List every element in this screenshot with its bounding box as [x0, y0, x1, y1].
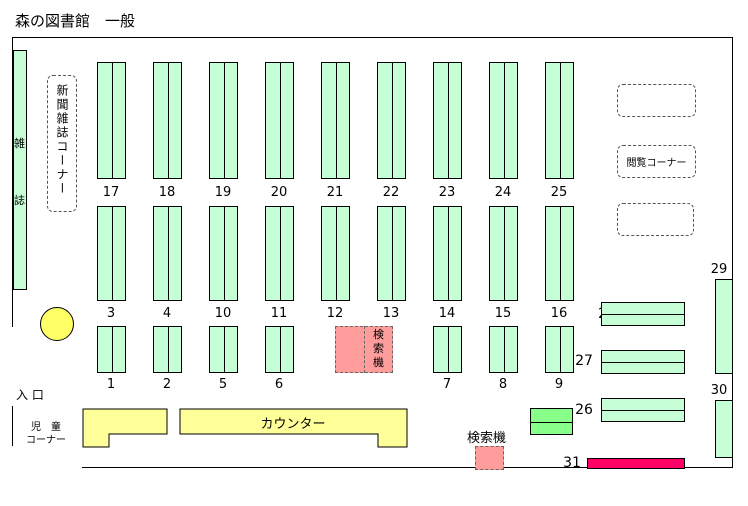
- shelf-29[interactable]: [715, 279, 733, 374]
- shelf-30[interactable]: [715, 400, 733, 458]
- counter-left[interactable]: [82, 408, 168, 448]
- wall-bottom: [82, 467, 733, 468]
- shelf-label-11: 11: [270, 306, 288, 321]
- counter-main[interactable]: [179, 408, 409, 448]
- shelf-label-25: 25: [550, 185, 568, 200]
- shelf-15[interactable]: [489, 206, 518, 301]
- shelf-label-6: 6: [274, 377, 284, 392]
- shelf-label-16: 16: [550, 306, 568, 321]
- reading-corner-label: 閲覧コーナー: [626, 158, 687, 169]
- newspaper-magazine-corner[interactable]: [47, 75, 77, 212]
- shelf-label-30: 30: [710, 383, 728, 398]
- counter-left-shape: [82, 408, 168, 448]
- wall-top: [12, 37, 732, 38]
- shelf-label-26: 26: [575, 402, 593, 418]
- shelf-3[interactable]: [97, 206, 126, 301]
- shelf-9[interactable]: [545, 326, 574, 373]
- search-machine-inner-label: 検 索 機: [366, 328, 391, 370]
- shelf-label-22: 22: [382, 185, 400, 200]
- counter-label: カウンター: [260, 417, 326, 432]
- shelf-label-4: 4: [162, 306, 172, 321]
- shelf-6[interactable]: [265, 326, 294, 373]
- shelf-23[interactable]: [433, 62, 462, 179]
- shelf-28[interactable]: [601, 302, 685, 326]
- search-machine-char-3: 機: [373, 356, 384, 369]
- small-shelf[interactable]: [530, 408, 573, 435]
- pillar: [40, 307, 74, 341]
- magazine-label-1: 雑: [14, 137, 25, 150]
- shelf-label-13: 13: [382, 306, 400, 321]
- counter-main-shape: [179, 408, 408, 448]
- shelf-26[interactable]: [601, 398, 685, 422]
- shelf-21[interactable]: [321, 62, 350, 179]
- shelf-5[interactable]: [209, 326, 238, 373]
- shelf-25[interactable]: [545, 62, 574, 179]
- shelf-1[interactable]: [97, 326, 126, 373]
- kids-corner-line-1: 児 童: [31, 422, 61, 433]
- shelf-17[interactable]: [97, 62, 126, 179]
- shelf-14[interactable]: [433, 206, 462, 301]
- shelf-4[interactable]: [153, 206, 182, 301]
- shelf-11[interactable]: [265, 206, 294, 301]
- shelf-10[interactable]: [209, 206, 238, 301]
- shelf-label-17: 17: [102, 185, 120, 200]
- page-title: 森の図書館 一般: [15, 12, 136, 30]
- shelf-label-19: 19: [214, 185, 232, 200]
- magazine-label-2: 誌: [14, 194, 25, 207]
- search-machine[interactable]: [475, 446, 504, 470]
- shelf-24[interactable]: [489, 62, 518, 179]
- shelf-2[interactable]: [153, 326, 182, 373]
- shelf-19[interactable]: [209, 62, 238, 179]
- shelf-label-27: 27: [575, 353, 593, 369]
- wall-left-lower: [12, 406, 13, 446]
- shelf-31[interactable]: [587, 458, 685, 469]
- shelf-label-12: 12: [326, 306, 344, 321]
- shelf-label-8: 8: [498, 377, 508, 392]
- shelf-label-1: 1: [106, 377, 116, 392]
- shelf-label-15: 15: [494, 306, 512, 321]
- shelf-8[interactable]: [489, 326, 518, 373]
- search-machine-divider: [364, 326, 365, 373]
- shelf-label-29: 29: [710, 262, 728, 277]
- entrance-label: 入 口: [16, 388, 44, 402]
- shelf-label-10: 10: [214, 306, 232, 321]
- shelf-7[interactable]: [433, 326, 462, 373]
- shelf-16[interactable]: [545, 206, 574, 301]
- kids-corner-label: 児 童 コーナー: [26, 421, 66, 447]
- search-machine-char-1: 検: [373, 328, 384, 341]
- shelf-label-23: 23: [438, 185, 456, 200]
- reading-table-1[interactable]: [617, 84, 696, 117]
- search-machine-label: 検索機: [467, 431, 507, 446]
- shelf-18[interactable]: [153, 62, 182, 179]
- magazine-wall-shelf[interactable]: [13, 50, 27, 290]
- shelf-label-7: 7: [442, 377, 452, 392]
- newspaper-magazine-corner-label: 新聞雑誌コーナー: [55, 84, 69, 196]
- shelf-22[interactable]: [377, 62, 406, 179]
- shelf-label-9: 9: [554, 377, 564, 392]
- shelf-label-14: 14: [438, 306, 456, 321]
- shelf-27[interactable]: [601, 350, 685, 374]
- shelf-label-5: 5: [218, 377, 228, 392]
- shelf-label-31: 31: [563, 455, 581, 471]
- shelf-label-21: 21: [326, 185, 344, 200]
- shelf-label-3: 3: [106, 306, 116, 321]
- shelf-label-2: 2: [162, 377, 172, 392]
- shelf-13[interactable]: [377, 206, 406, 301]
- search-machine-char-2: 索: [373, 342, 384, 355]
- reading-corner[interactable]: [617, 145, 696, 178]
- wall-right: [732, 37, 733, 467]
- shelf-20[interactable]: [265, 62, 294, 179]
- shelf-label-24: 24: [494, 185, 512, 200]
- shelf-label-18: 18: [158, 185, 176, 200]
- shelf-label-20: 20: [270, 185, 288, 200]
- reading-table-3[interactable]: [617, 203, 694, 236]
- shelf-12[interactable]: [321, 206, 350, 301]
- kids-corner-line-2: コーナー: [26, 435, 66, 446]
- wall-left-upper: [12, 37, 13, 327]
